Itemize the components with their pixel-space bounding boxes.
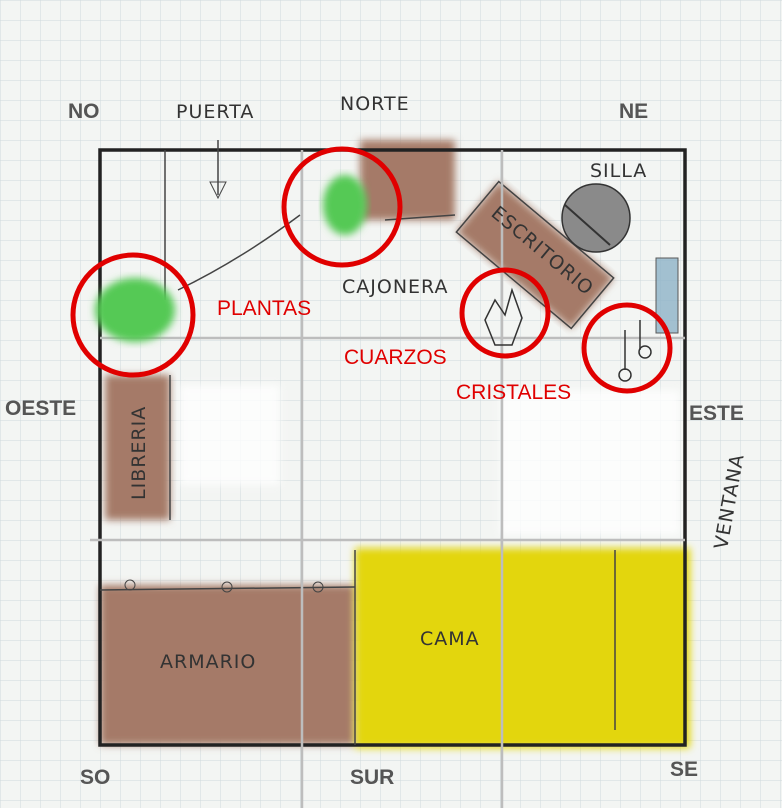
armario-fill: [100, 585, 355, 745]
plant-icon: [323, 175, 367, 235]
room-walls: [98, 148, 687, 747]
label-cuarzos: CUARZOS: [344, 346, 447, 369]
label-armario: ARMARIO: [160, 651, 256, 673]
label-norte: NORTE: [340, 93, 410, 115]
label-plantas: PLANTAS: [217, 297, 311, 320]
plant-icon: [95, 278, 175, 342]
silla-back: [564, 204, 611, 246]
plantas-highlight-circle: [70, 252, 196, 378]
quartz-icon: [484, 287, 523, 346]
white-patch: [500, 390, 680, 535]
label-so: SO: [80, 766, 110, 789]
label-este: ESTE: [689, 402, 744, 425]
cristales-highlight-circle: [581, 302, 673, 394]
armario-rod: [99, 586, 356, 591]
cuarzos-highlight-circle: [459, 267, 551, 359]
label-silla: SILLA: [590, 160, 647, 182]
plantas-highlight-circle: [281, 146, 403, 268]
cama-fill: [355, 548, 690, 748]
label-cajonera: CAJONERA: [342, 276, 448, 298]
label-puerta: PUERTA: [176, 101, 254, 123]
escritorio-fill: [456, 181, 614, 329]
white-patch: [180, 385, 280, 485]
label-libreria: LIBRERIA: [128, 406, 150, 500]
label-oeste: OESTE: [5, 397, 76, 420]
label-no: NO: [68, 100, 100, 123]
cajonera-fill: [360, 140, 455, 220]
libreria-fill: [105, 375, 170, 520]
silla-icon: [561, 183, 631, 253]
escritorio-outline: [455, 180, 615, 330]
label-ne: NE: [619, 100, 648, 123]
crystal-icon: [618, 320, 652, 382]
label-sur: SUR: [350, 766, 394, 789]
label-cama: CAMA: [420, 628, 480, 650]
label-cristales: CRISTALES: [456, 381, 571, 404]
label-se: SE: [670, 758, 698, 781]
bagua-grid: [90, 150, 685, 808]
